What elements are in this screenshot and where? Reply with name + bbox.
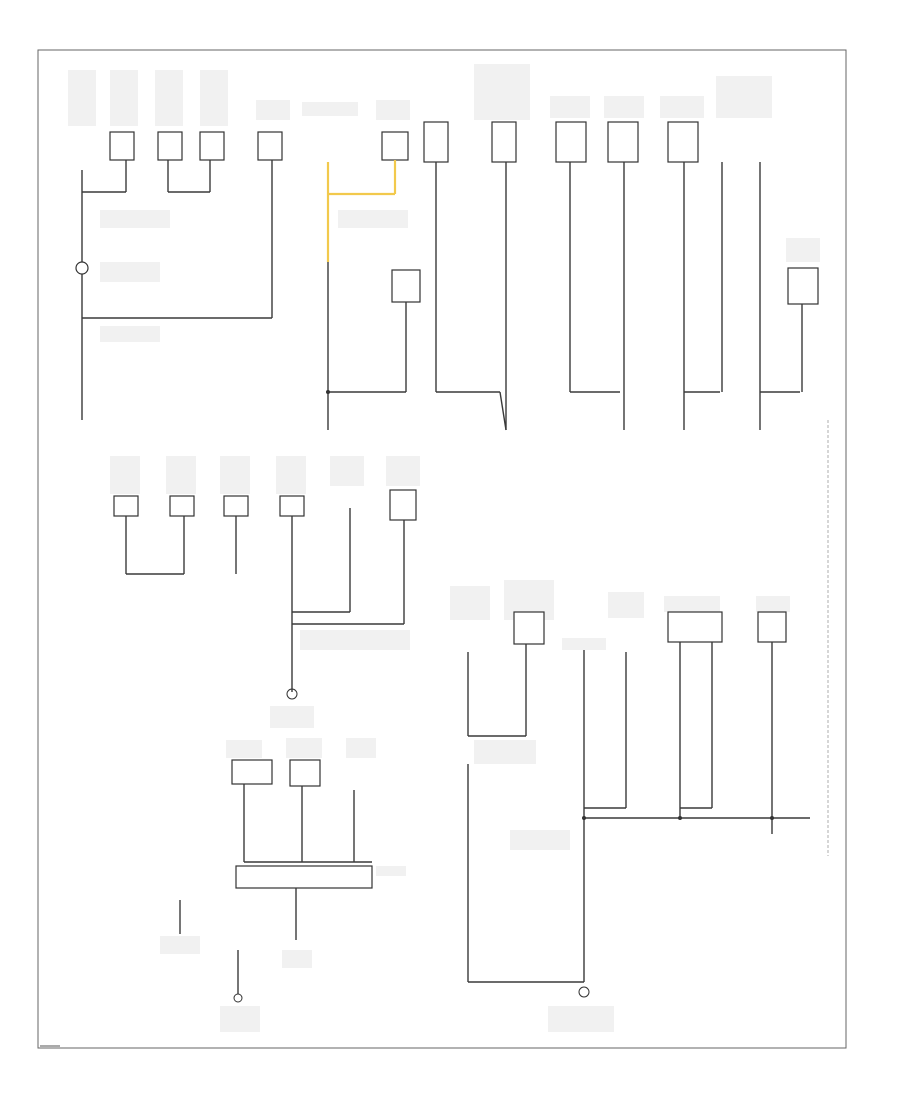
bottom-left-circuit (160, 738, 406, 1032)
top-left-labels (68, 70, 228, 126)
top-middle-connectors (423, 121, 517, 431)
bottom-right-circuit (450, 580, 810, 1032)
left-ground-bus (75, 160, 273, 420)
highlighted-circuit (326, 131, 421, 430)
middle-left-lamps (110, 456, 420, 728)
top-labels (256, 64, 820, 262)
top-right-connectors (555, 121, 819, 430)
top-left-connectors (109, 131, 283, 161)
diagram-frame (37, 49, 847, 1049)
